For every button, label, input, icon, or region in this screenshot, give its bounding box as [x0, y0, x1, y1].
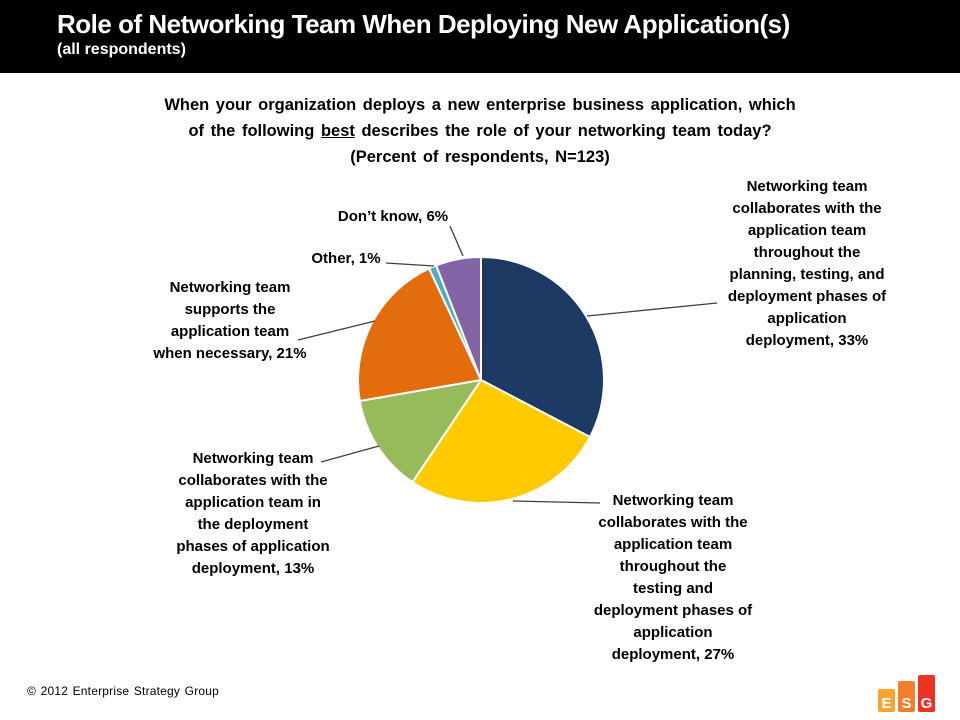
leader-line [385, 262, 435, 267]
pie-label-planning-33: Networking team collaborates with the ap… [727, 178, 887, 349]
underlined-word: best [320, 122, 355, 140]
esg-logo-letter: G [920, 695, 933, 712]
esg-logo: E S G [878, 675, 935, 712]
pie-label-deployment-13: Networking team collaborates with the ap… [176, 450, 330, 577]
esg-logo-bar-s: S [898, 681, 915, 712]
leader-line [297, 320, 376, 341]
leader-line [586, 302, 718, 317]
pie-label-testing-27: Networking team collaborates with the ap… [593, 492, 753, 663]
header-bar: Role of Networking Team When Deploying N… [0, 0, 960, 73]
pie-label-dont-know: Don’t know, 6% [337, 208, 449, 225]
esg-logo-bar-g: G [918, 675, 935, 712]
esg-logo-bar-e: E [878, 689, 895, 712]
leader-line [449, 225, 464, 257]
page-title: Role of Networking Team When Deploying N… [57, 9, 790, 39]
leader-line [320, 445, 380, 463]
question-line-2: of the following best describes the role… [188, 122, 772, 140]
leader-line [512, 500, 601, 504]
pie-slice-21pct [357, 267, 482, 402]
page-subtitle: (all respondents) [57, 41, 186, 58]
question-line-1: When your organization deploys a new ent… [164, 96, 796, 114]
pie-slice-27pct [411, 379, 591, 504]
pie-label-supports-21: Networking team supports the application… [153, 279, 307, 362]
chart-question-title: When your organization deploys a new ent… [80, 92, 880, 170]
question-line-3: (Percent of respondents, N=123) [350, 148, 610, 166]
esg-logo-letter: S [901, 695, 912, 712]
pie-label-other: Other, 1% [311, 250, 381, 267]
copyright-text: © 2012 Enterprise Strategy Group [27, 684, 220, 698]
pie-slice-33pct [480, 256, 605, 439]
pie-slice-6pct [435, 256, 482, 381]
esg-logo-letter: E [881, 695, 892, 712]
